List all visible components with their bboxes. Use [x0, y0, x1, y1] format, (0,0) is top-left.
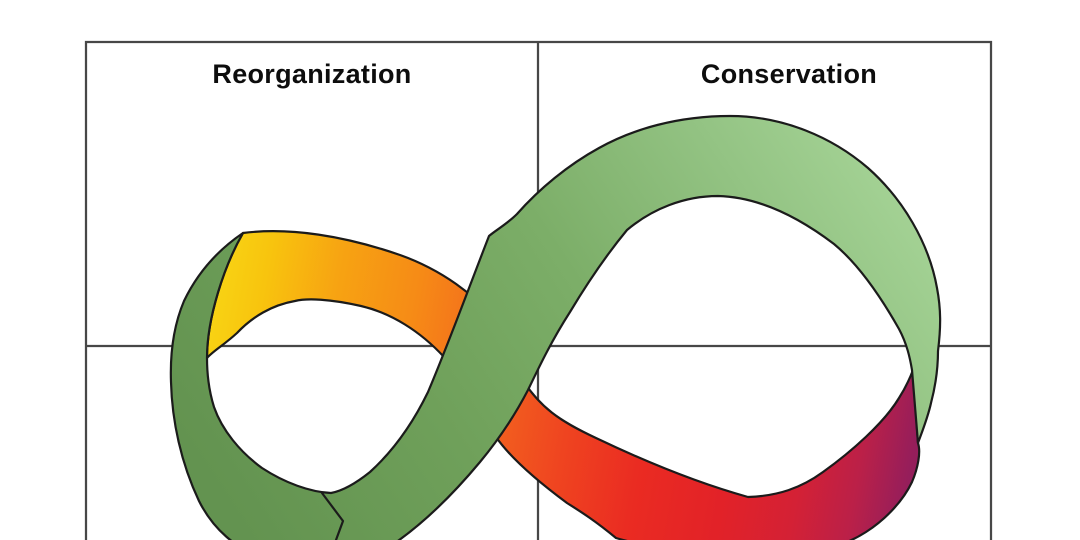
quadrant-label-reorganization: Reorganization	[212, 59, 411, 89]
ribbon-front-loop	[169, 114, 942, 540]
quadrant-label-conservation: Conservation	[701, 59, 877, 89]
ribbon-back-loop	[205, 230, 921, 540]
ribbon-arrow-notch	[320, 491, 345, 540]
